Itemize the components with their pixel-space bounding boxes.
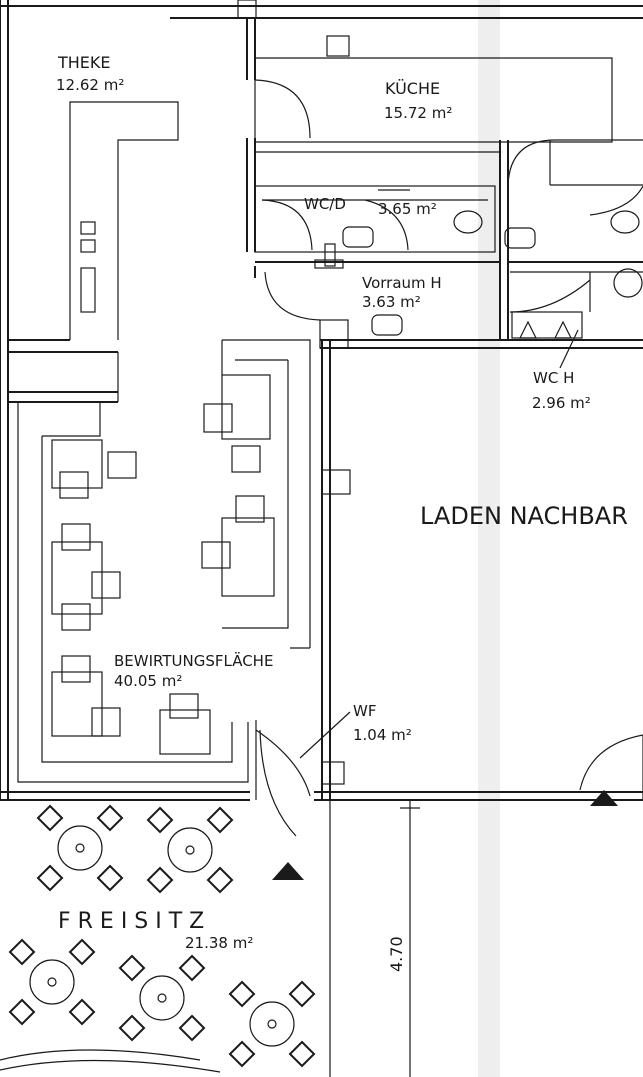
wf-leader-line — [299, 711, 351, 759]
outdoor-chair — [118, 1014, 146, 1042]
outdoor-chair — [206, 806, 234, 834]
wf-label: WF — [353, 702, 376, 720]
fixtures — [342, 210, 643, 339]
round-table — [57, 825, 103, 871]
round-table — [167, 827, 213, 873]
outdoor-chair — [96, 804, 124, 832]
toilet-icon — [613, 268, 643, 298]
round-table-set — [146, 806, 234, 894]
outdoor-chair — [288, 980, 316, 1008]
outdoor-chair — [288, 1040, 316, 1068]
table — [51, 439, 103, 489]
outdoor-chair — [8, 938, 36, 966]
outdoor-chair — [36, 864, 64, 892]
chair — [61, 655, 91, 683]
theke-area: 12.62 m² — [56, 76, 124, 94]
chair — [169, 693, 199, 719]
ground-hatch — [0, 1049, 221, 1073]
sink-icon — [504, 227, 536, 249]
table — [51, 541, 103, 615]
wc-h-area: 2.96 m² — [532, 394, 591, 412]
kueche-area: 15.72 m² — [384, 104, 452, 122]
table-center — [47, 977, 57, 987]
round-table-set — [228, 980, 316, 1068]
outdoor-chair — [36, 804, 64, 832]
chair — [61, 523, 91, 551]
table — [221, 517, 275, 597]
round-table-set — [118, 954, 206, 1042]
chair — [91, 707, 121, 737]
outdoor-chair — [178, 1014, 206, 1042]
vorraum-h-area: 3.63 m² — [362, 293, 421, 311]
outdoor-chair — [206, 866, 234, 894]
table — [51, 671, 103, 737]
freisitz-depth-dimension: 4.70 — [387, 936, 406, 972]
outdoor-chair — [68, 938, 96, 966]
table-center — [185, 845, 195, 855]
laden-nachbar-label: LADEN NACHBAR — [420, 502, 628, 530]
round-table-set — [8, 938, 96, 1026]
vorraum-h-label: Vorraum H — [362, 274, 442, 292]
round-table — [139, 975, 185, 1021]
outdoor-chair — [178, 954, 206, 982]
dining-furniture — [51, 374, 275, 755]
outdoor-chair — [8, 998, 36, 1026]
sink-icon — [342, 226, 374, 248]
markers — [272, 790, 618, 880]
chair — [203, 403, 233, 433]
theke-label: THEKE — [57, 53, 111, 72]
outdoor-chair — [118, 954, 146, 982]
chair — [107, 451, 137, 479]
freisitz-area: 21.38 m² — [185, 934, 253, 952]
urinal-icon — [519, 320, 537, 339]
bewirtungsflaeche-label: BEWIRTUNGSFLÄCHE — [114, 651, 273, 670]
freisitz-label: F R E I S I T Z — [58, 909, 204, 934]
wc-d-area: 3.65 m² — [378, 200, 437, 218]
table-center — [75, 843, 85, 853]
elevation-marker-icon — [590, 790, 618, 806]
scan-band — [478, 0, 500, 1077]
sink-icon — [371, 314, 403, 336]
kueche-label: KÜCHE — [385, 79, 440, 98]
bewirtungsflaeche-area: 40.05 m² — [114, 672, 182, 690]
wf-area: 1.04 m² — [353, 726, 412, 744]
outdoor-chair — [146, 866, 174, 894]
round-table — [249, 1001, 295, 1047]
wc-h-label: WC H — [533, 369, 574, 387]
outdoor-chair — [228, 1040, 256, 1068]
table-center — [157, 993, 167, 1003]
chair — [235, 495, 265, 523]
freisitz-tables — [8, 804, 316, 1068]
urinal-icon — [554, 320, 572, 339]
toilet-icon — [453, 210, 483, 234]
chair — [231, 445, 261, 473]
table-center — [267, 1019, 277, 1029]
room-labels: THEKE 12.62 m² KÜCHE 15.72 m² WC/D 3.65 … — [56, 53, 628, 972]
elevation-marker-icon — [272, 862, 304, 880]
outdoor-chair — [68, 998, 96, 1026]
toilet-icon — [610, 210, 640, 234]
chair — [61, 603, 91, 631]
chair — [59, 471, 89, 499]
round-table-set — [36, 804, 124, 892]
outdoor-chair — [96, 864, 124, 892]
chair — [201, 541, 231, 569]
wc-h-leader-line — [559, 329, 579, 369]
table — [221, 374, 271, 440]
outdoor-chair — [146, 806, 174, 834]
outdoor-chair — [228, 980, 256, 1008]
wc-d-label: WC/D — [304, 195, 346, 213]
table — [159, 709, 211, 755]
round-table — [29, 959, 75, 1005]
chair — [91, 571, 121, 599]
